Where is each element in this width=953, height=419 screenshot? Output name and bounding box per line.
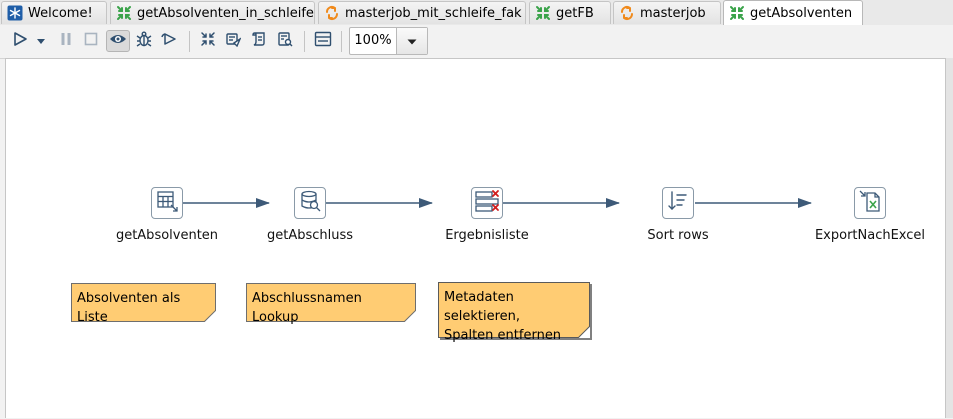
spoon-welcome-icon bbox=[7, 5, 23, 21]
step-label: Ergebnisliste bbox=[445, 228, 529, 243]
debug-icon bbox=[136, 31, 152, 51]
tab-label: masterjob bbox=[640, 5, 706, 21]
tab-getabsolventen-in-schleife[interactable]: getAbsolventen_in_schleife bbox=[110, 1, 315, 24]
table-input-icon bbox=[155, 189, 179, 217]
toolbar-separator bbox=[189, 31, 190, 52]
zoom-dropdown-button[interactable] bbox=[397, 28, 427, 54]
note-metadaten-selektieren[interactable]: Metadaten selektieren, Spalten entfernen bbox=[438, 282, 590, 343]
step-ergebnisliste[interactable] bbox=[471, 187, 503, 219]
note-fold bbox=[204, 310, 216, 322]
editor-tab-bar: Welcome! getAbsolventen_in_schleife mast… bbox=[0, 0, 953, 26]
note-text: Absolventen als Liste bbox=[77, 291, 181, 325]
verify-button[interactable] bbox=[198, 31, 218, 51]
step-label: Sort rows bbox=[647, 228, 709, 243]
preview-icon bbox=[109, 32, 127, 50]
run-options-dropdown-icon bbox=[36, 34, 46, 49]
impact-button[interactable] bbox=[223, 31, 243, 51]
step-label: getAbsolventen bbox=[115, 228, 219, 243]
step-getabschluss[interactable] bbox=[294, 187, 326, 219]
note-text: Abschlussnamen Lookup bbox=[252, 291, 362, 325]
note-fold bbox=[578, 326, 590, 338]
replay-button[interactable] bbox=[159, 31, 179, 51]
toolbar-separator bbox=[304, 31, 305, 52]
select-values-icon bbox=[474, 189, 500, 217]
run-icon bbox=[12, 31, 28, 51]
replay-icon bbox=[161, 31, 177, 51]
stop-button[interactable] bbox=[81, 31, 101, 51]
tab-label: getAbsolventen_in_schleife bbox=[137, 5, 314, 21]
database-lookup-icon bbox=[298, 189, 322, 217]
tab-masterjob[interactable]: masterjob bbox=[613, 1, 721, 24]
tab-getfb[interactable]: getFB bbox=[529, 1, 611, 24]
transformation-icon bbox=[116, 5, 132, 21]
note-abschlussnamen-lookup[interactable]: Abschlussnamen Lookup bbox=[246, 283, 416, 325]
debug-button[interactable] bbox=[134, 31, 154, 51]
tab-welcome[interactable]: Welcome! bbox=[1, 1, 107, 24]
tab-label: Welcome! bbox=[28, 5, 93, 21]
step-exportnachexcel[interactable] bbox=[854, 187, 886, 219]
note-text-line-2: Spalten entfernen bbox=[444, 328, 562, 343]
step-sort-rows[interactable] bbox=[662, 187, 694, 219]
note-text-line-1: Metadaten selektieren, bbox=[444, 290, 521, 324]
zoom-value[interactable]: 100% bbox=[350, 28, 397, 54]
show-results-icon bbox=[314, 31, 332, 51]
job-icon bbox=[619, 5, 635, 21]
pause-button[interactable] bbox=[56, 31, 76, 51]
canvas-right-border bbox=[946, 58, 953, 418]
transformation-icon bbox=[535, 5, 551, 21]
toolbar-separator bbox=[341, 31, 342, 52]
run-button[interactable] bbox=[10, 31, 30, 51]
tab-label: getFB bbox=[556, 5, 594, 21]
transformation-canvas[interactable]: getAbsolventen getAbschluss Ergebnislist… bbox=[5, 58, 946, 418]
pause-icon bbox=[58, 31, 74, 51]
zoom-combo[interactable]: 100% bbox=[349, 27, 428, 55]
transformation-icon bbox=[729, 5, 745, 21]
step-label: getAbschluss bbox=[266, 228, 354, 243]
excel-output-icon bbox=[858, 189, 882, 217]
tab-label: getAbsolventen bbox=[750, 5, 853, 21]
note-absolventen-als-liste[interactable]: Absolventen als Liste bbox=[71, 283, 216, 325]
run-options-dropdown[interactable] bbox=[34, 31, 48, 51]
explore-db-icon bbox=[277, 31, 293, 51]
job-icon bbox=[324, 5, 340, 21]
impact-icon bbox=[225, 31, 242, 51]
sort-rows-icon bbox=[666, 189, 690, 217]
chevron-down-icon bbox=[407, 34, 417, 49]
step-label: ExportNachExcel bbox=[814, 228, 926, 243]
tab-getabsolventen[interactable]: getAbsolventen ⊠ bbox=[723, 0, 863, 25]
show-results-button[interactable] bbox=[313, 31, 333, 51]
close-tab-icon[interactable]: ⊠ bbox=[861, 7, 862, 20]
tab-masterjob-mit-schleife-fak[interactable]: masterjob_mit_schleife_fak bbox=[318, 1, 526, 24]
sql-button[interactable] bbox=[249, 31, 269, 51]
stop-icon bbox=[83, 31, 99, 51]
step-getabsolventen[interactable] bbox=[151, 187, 183, 219]
explore-db-button[interactable] bbox=[275, 31, 295, 51]
verify-icon bbox=[200, 31, 216, 51]
transformation-toolbar: 100% bbox=[0, 25, 953, 59]
note-fold bbox=[404, 310, 416, 322]
sql-icon bbox=[251, 31, 267, 51]
tab-label: masterjob_mit_schleife_fak bbox=[345, 5, 522, 21]
hops-layer bbox=[183, 198, 812, 208]
preview-button[interactable] bbox=[106, 30, 130, 52]
